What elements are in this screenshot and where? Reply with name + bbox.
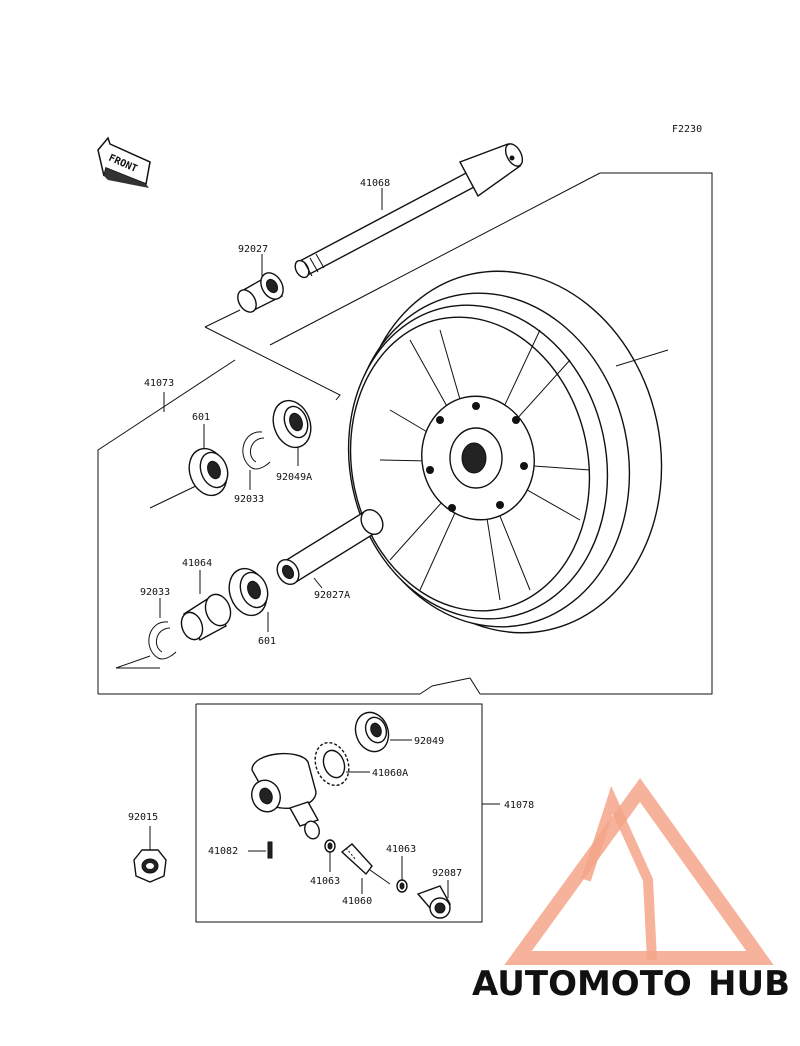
pinion-41060 <box>340 843 391 885</box>
label-41082: 41082 <box>208 846 238 857</box>
front-wheel <box>347 270 669 634</box>
label-92033-lower: 92033 <box>140 587 170 598</box>
gear-41060A <box>314 741 350 787</box>
washer-41063-left <box>324 839 336 853</box>
label-601-upper: 601 <box>192 412 210 423</box>
label-41060: 41060 <box>342 896 372 907</box>
watermark-text-part1: AUTOMOTO <box>472 964 692 1004</box>
bushing-92087 <box>416 885 452 919</box>
nut-92015 <box>133 849 167 883</box>
label-41073: 41073 <box>144 378 174 389</box>
pin-41082 <box>267 841 273 859</box>
washer-41063-right <box>396 879 408 893</box>
collar-92027A <box>276 508 384 586</box>
circlip-92033-upper <box>242 431 271 470</box>
bearing-601-upper <box>188 447 229 497</box>
watermark-text-part2: HUB <box>708 964 790 1004</box>
label-41078: 41078 <box>504 800 534 811</box>
label-92033-upper: 92033 <box>234 494 264 505</box>
figure-code: F2230 <box>672 124 702 135</box>
spacer-92027 <box>237 272 284 313</box>
seal-92049 <box>354 711 390 753</box>
axle <box>294 143 524 279</box>
label-41063-left: 41063 <box>310 876 340 887</box>
label-92087: 92087 <box>432 868 462 879</box>
label-41063-right: 41063 <box>386 844 416 855</box>
circlip-92033-lower <box>148 621 177 660</box>
label-41060A: 41060A <box>372 768 408 779</box>
label-92027: 92027 <box>238 244 268 255</box>
seal-92049A <box>272 399 312 449</box>
wheel-assembly-frame <box>97 172 713 695</box>
watermark-logo: AUTOMOTO HUB <box>472 778 790 1004</box>
label-41064: 41064 <box>182 558 212 569</box>
hub-bolts <box>426 402 528 512</box>
label-92027A: 92027A <box>314 590 350 601</box>
label-601-lower: 601 <box>258 636 276 647</box>
collar-41064 <box>180 593 232 641</box>
front-arrow-icon: FRONT <box>97 136 151 188</box>
label-41068: 41068 <box>360 178 390 189</box>
label-92049A: 92049A <box>276 472 312 483</box>
gear-housing <box>251 752 320 840</box>
speedometer-gear-frame <box>195 703 500 923</box>
label-92015: 92015 <box>128 812 158 823</box>
label-92049: 92049 <box>414 736 444 747</box>
bearing-601-lower <box>228 567 269 617</box>
